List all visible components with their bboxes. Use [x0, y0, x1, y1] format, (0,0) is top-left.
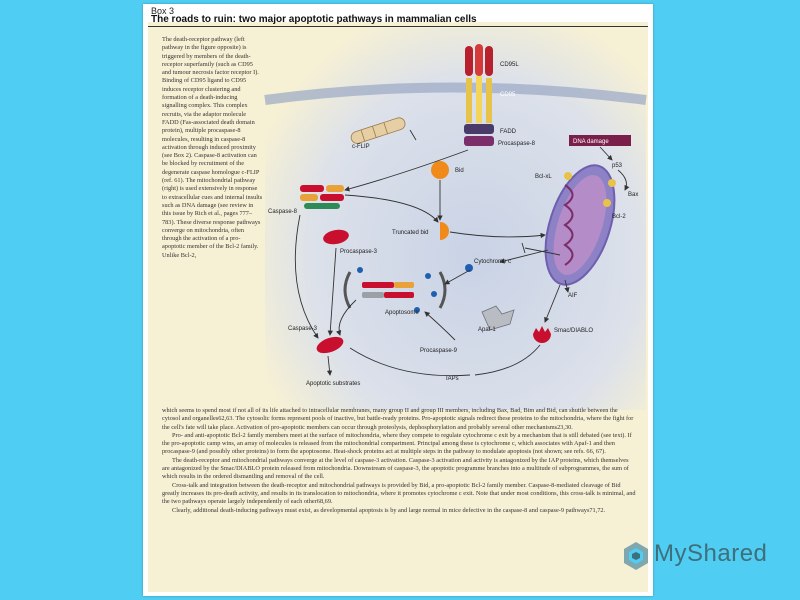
body-paragraph-5: Clearly, additional death-inducing pathw…	[172, 506, 606, 514]
arrow-mito-to-cytc	[499, 249, 549, 264]
cytochrome-c-dot	[465, 264, 473, 272]
arrow-tbid-to-mito	[449, 231, 546, 239]
arrow-casp8-to-casp3	[294, 214, 319, 339]
fadd-complex	[464, 124, 494, 146]
label-iaps: IAPs	[446, 376, 459, 382]
dna-damage-box	[569, 135, 631, 146]
arrow-casp8-to-bid	[344, 194, 439, 223]
label-cflip: c-FLIP	[352, 144, 370, 150]
inhibit-smac-iaps	[474, 344, 541, 376]
label-dna-damage: DNA damage	[573, 139, 609, 145]
arrow-cytc-to-apoptosome	[444, 269, 471, 285]
inhibit-iaps	[349, 347, 471, 377]
box-title: The roads to ruin: two major apoptotic p…	[151, 14, 477, 25]
label-smac: Smac/DIABLO	[554, 328, 593, 334]
label-apoptosome: Apoptosome	[385, 310, 419, 316]
label-apaf1: Apaf-1	[478, 327, 496, 333]
body-paragraph-3: The death-receptor and mitochondrial pat…	[162, 456, 629, 481]
label-procaspase3: Procaspase-3	[340, 249, 378, 255]
truncated-bid	[440, 222, 449, 240]
label-cytochrome-c: Cytochrome c	[474, 259, 511, 265]
apaf1-protein	[481, 305, 515, 331]
side-paragraph: The death-receptor pathway (left pathway…	[162, 36, 263, 259]
label-bid: Bid	[455, 168, 464, 174]
body-text: which seems to spend most if not all of …	[162, 407, 637, 515]
arrow-apoptosome-to-casp3	[336, 299, 357, 336]
inhibit-cflip-bar	[409, 129, 417, 141]
bclxl-dot	[564, 172, 572, 180]
label-procaspase9: Procaspase-9	[420, 348, 458, 354]
arrow-mito-to-aif	[564, 279, 570, 293]
label-bax: Bax	[628, 192, 638, 198]
inhibit-bcl2-cytc	[524, 247, 561, 256]
arrow-mito-to-smac	[544, 284, 561, 323]
box-label: Box 3	[151, 6, 175, 16]
label-caspase3: Caspase-3	[288, 326, 318, 332]
logo-text: MyShared	[654, 540, 768, 567]
bcl2-dot	[603, 199, 611, 207]
caspase3-protein	[316, 336, 344, 354]
cd95-receptor	[466, 76, 492, 123]
logo-icon	[624, 542, 648, 570]
arrow-casp3-to-substrates	[326, 355, 333, 376]
procaspase3-protein	[323, 229, 349, 245]
apoptosome	[343, 267, 447, 313]
mitochondrion	[544, 164, 616, 286]
arrow-dna-to-p53	[599, 146, 613, 161]
label-truncated-bid: Truncated bid	[392, 230, 428, 236]
bid-protein	[431, 161, 449, 179]
label-aif: AIF	[568, 293, 578, 299]
bax-dot	[608, 179, 616, 187]
caspase8-active	[300, 185, 344, 209]
label-procaspase8: Procaspase-8	[498, 141, 536, 147]
body-paragraph-1: which seems to spend most if not all of …	[162, 407, 634, 431]
cd95l-ligand	[465, 44, 493, 76]
arrow-procasp3-to-casp3	[327, 247, 337, 336]
arrow-procasp9-to-apoptosome	[424, 311, 456, 341]
arrow-fadd-to-casp8	[344, 149, 469, 192]
cell-membrane	[264, 82, 647, 105]
label-cd95: CD95	[500, 92, 516, 98]
label-p53: p53	[612, 163, 623, 169]
label-bcl2: Bcl-2	[612, 214, 626, 220]
arrow-p53-to-bax	[617, 169, 630, 191]
cflip-molecule	[350, 117, 406, 144]
title-rule	[148, 26, 648, 27]
smac-diablo	[533, 326, 551, 343]
label-bclxl: Bcl-xL	[535, 174, 552, 180]
label-cd95l: CD95L	[500, 62, 519, 68]
label-apoptotic-substrates: Apoptotic substrates	[306, 381, 360, 387]
body-paragraph-2: Pro- and anti-apoptotic Bcl-2 family mem…	[162, 431, 632, 456]
body-paragraph-4: Cross-talk and integration between the d…	[162, 481, 636, 506]
label-fadd: FADD	[500, 129, 517, 135]
label-caspase8: Caspase-8	[268, 209, 298, 215]
